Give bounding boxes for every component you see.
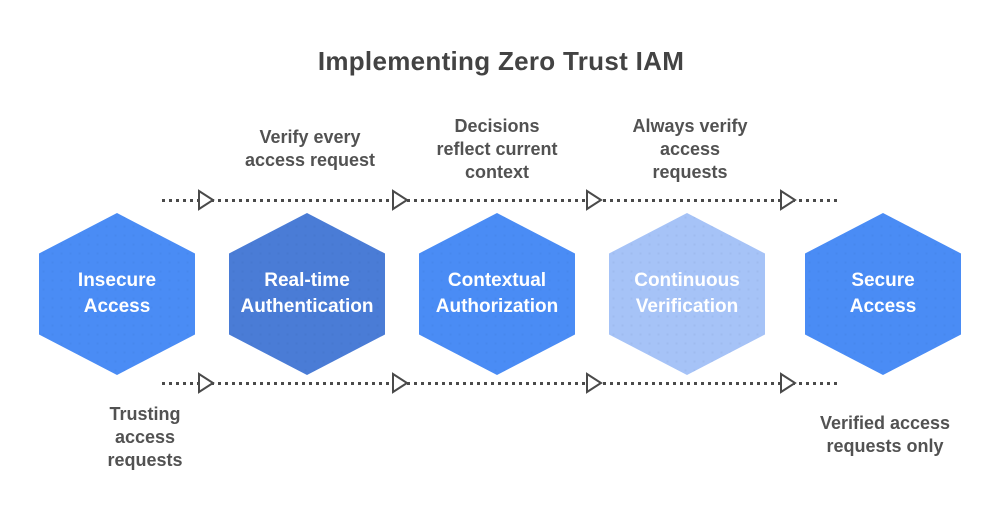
arrowhead-icon: [390, 189, 410, 211]
hexagon-step-insecure-access: Insecure Access: [37, 211, 197, 377]
hexagon-step-label: Secure Access: [849, 270, 917, 317]
diagram-title: Implementing Zero Trust IAM: [317, 46, 685, 76]
arrowhead-icon: [196, 189, 216, 211]
hexagon-step-real-time-authentication: Real-time Authentication: [227, 211, 387, 377]
arrowhead-icon: [584, 189, 604, 211]
hexagon-fill: Real-time Authentication: [229, 213, 385, 375]
arrowhead-icon: [778, 189, 798, 211]
hexagon-step-contextual-authorization: Contextual Authorization: [417, 211, 577, 377]
annotation-decisions-reflect-context: Decisions reflect current context: [436, 116, 558, 182]
arrowhead-icon: [584, 372, 604, 394]
annotation-trusting-access-requests: Trusting access requests: [107, 404, 183, 470]
annotation-verified-access-requests-only: Verified access requests only: [819, 413, 951, 456]
arrowhead-icon: [390, 372, 410, 394]
hexagon-step-label: Insecure Access: [77, 270, 157, 317]
arrowhead-icon: [196, 372, 216, 394]
hexagon-step-continuous-verification: Continuous Verification: [607, 211, 767, 377]
top-flow-dotted-line: [162, 199, 838, 202]
hexagon-step-secure-access: Secure Access: [803, 211, 963, 377]
bottom-flow-dotted-line: [162, 382, 838, 385]
hexagon-step-label: Contextual Authorization: [435, 270, 559, 317]
arrowhead-icon: [778, 372, 798, 394]
hexagon-step-label: Real-time Authentication: [240, 270, 374, 317]
hexagon-step-label: Continuous Verification: [634, 270, 740, 317]
hexagon-fill: Continuous Verification: [609, 213, 765, 375]
hexagon-fill: Contextual Authorization: [419, 213, 575, 375]
hexagon-fill: Secure Access: [805, 213, 961, 375]
annotation-always-verify-requests: Always verify access requests: [632, 116, 748, 182]
hexagon-fill: Insecure Access: [39, 213, 195, 375]
annotation-verify-every-request: Verify every access request: [244, 127, 376, 170]
